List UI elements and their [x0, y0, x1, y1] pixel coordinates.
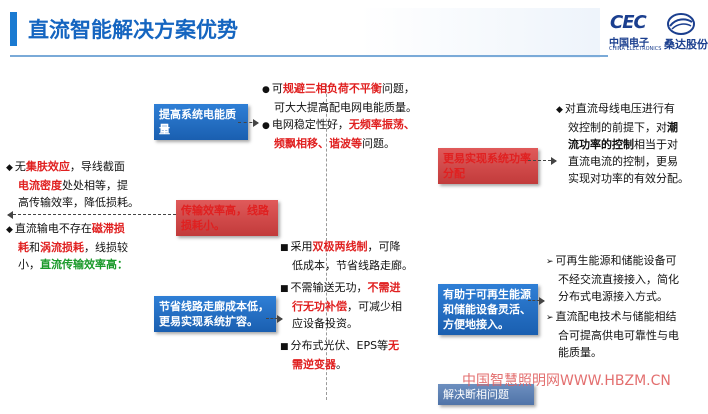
logo-mark-icon — [667, 13, 695, 35]
watermark: 中国智慧照明网WWW.HBZM.CN — [462, 373, 671, 389]
arrow-bullet-icon: ➢ — [546, 313, 554, 323]
content-panel — [2, 64, 706, 414]
tag-transmission: 传输效率高，线路损耗小。 — [176, 200, 278, 236]
tag-saving: 节省线路走廊成本低，更易实现系统扩容。 — [154, 296, 276, 332]
connector-arrow — [266, 315, 283, 323]
diamond-icon: ◆ — [6, 225, 13, 235]
company-logo: CEC 中国电子 CHINA ELECTRONICS 桑达股份 — [602, 10, 708, 54]
logo-cec-text: CEC — [610, 12, 647, 33]
connector-arrow — [528, 297, 545, 305]
tag-solve: 解决断相问题 — [438, 384, 534, 405]
connector-arrow — [528, 157, 557, 165]
title-accent — [10, 12, 17, 46]
title-bar — [0, 8, 600, 58]
corridor-text: ■采用双极两线制，可降 低成本，节省线路走廊。 ■不需输送无功，不需进 行无功补… — [280, 240, 413, 371]
tag-renewable: 有助于可再生能源和储能设备灵活、方便地接入。 — [438, 284, 538, 335]
tag-improve-quality: 提高系统电能质量 — [154, 104, 248, 140]
page-title: 直流智能解决方案优势 — [28, 18, 238, 42]
square-bullet-icon: ■ — [280, 243, 289, 253]
title-divider — [10, 55, 608, 57]
loss-text: ◆直流输电不存在磁滞损 耗和涡流损耗，线损较 小，直流传输效率高： — [6, 222, 128, 271]
tag-power-flow: 更易实现系统功率分配 — [438, 148, 538, 184]
renewable-text: ➢可再生能源和储能设备可 不经交流直接接入，简化 分布式电源接入方式。 ➢直流配… — [546, 254, 679, 359]
skin-effect-text: ◆无集肤效应，导线截面 电流密度处处相等，提 高传输效率，降低损耗。 — [6, 160, 139, 209]
quality-text: ●可规避三相负荷不平衡问题， 可大大提高配电网电能质量。 ●电网稳定性好，无频率… — [262, 82, 417, 150]
connector-arrow — [238, 119, 259, 127]
square-bullet-icon: ■ — [280, 284, 289, 294]
square-bullet-icon: ■ — [280, 342, 289, 352]
arrow-bullet-icon: ➢ — [546, 257, 554, 267]
diamond-icon: ◆ — [6, 163, 13, 173]
power-flow-text: ◆对直流母线电压进行有 效控制的前提下，对潮 流功率的控制相当于对 直流电流的控… — [556, 102, 689, 185]
diamond-icon: ◆ — [556, 105, 563, 115]
logo-brand-text: 桑达股份 — [664, 38, 708, 51]
logo-en-text: CHINA ELECTRONICS — [609, 46, 662, 52]
bullet-icon: ● — [262, 85, 270, 95]
connector-arrow — [7, 211, 176, 219]
center-divider — [326, 84, 327, 400]
logo-cn-text: 中国电子 — [609, 38, 649, 49]
bullet-icon: ● — [262, 121, 270, 131]
